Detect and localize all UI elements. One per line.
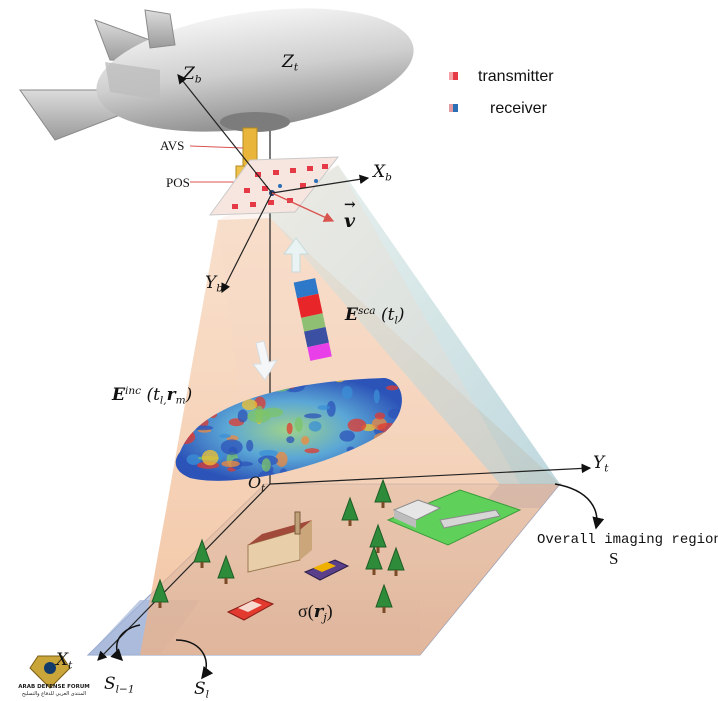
field-blob [186,454,201,465]
overall-region-label: Overall imaging region [537,532,718,548]
field-blob [374,412,386,420]
yt-axis [269,463,592,485]
field-blob [237,409,248,423]
legend-receiver-icon [449,104,458,112]
axis-label-xb: Xb [373,162,392,184]
s-l-minus-1-pointer [110,624,141,662]
field-blob [254,396,266,411]
field-blob [275,451,288,467]
incident-field-label: Einc (tl,rm) [112,384,193,407]
field-blob [220,439,243,455]
axis-label-yt: Yt [593,453,609,475]
field-blob [326,400,336,417]
avs-label: AVS [160,138,185,153]
field-blob [219,433,231,439]
legend-transmitter-icon [449,72,458,80]
field-blob [339,430,355,442]
tree [365,545,383,575]
field-blob [301,436,310,445]
subregion-label-s-l: Sl [194,679,210,701]
antenna-array [208,156,340,216]
factory [247,511,312,573]
scattered-arrow [283,237,309,273]
subregion-label-s-l-minus-1: Sl−1 [104,674,135,696]
tree [151,578,169,608]
axis-label-yb: Yb [205,273,223,295]
field-blob [286,436,295,444]
watermark-title: ARAB DEFENSE FORUM [18,684,90,690]
origin-label-ot: Ot [248,473,266,495]
field-blob [221,460,240,468]
building-complex [386,489,522,546]
field-blob [386,385,399,391]
incident-arrow [252,340,279,381]
field-blob [308,421,322,432]
reflectivity-label: σ(rj) [298,601,333,624]
field-blob [246,439,254,452]
tree [217,554,235,584]
overall-region-pointer [554,483,605,530]
tree [193,538,211,568]
axis-label-zb: Zb [183,64,202,86]
field-blob [347,418,367,432]
axis-label-zt: Zt [282,52,299,74]
scattered-signal-strip [293,278,332,361]
receiver-elements [278,179,318,188]
watermark: ARAB DEFENSE FORUM المنتدى العربي للدفاع… [4,640,104,700]
field-blob [317,405,331,410]
pos-label: POS [166,175,190,190]
field-blob [241,399,258,411]
body-axes [177,74,370,294]
tree [375,583,393,613]
trees [151,478,405,613]
blimp [19,8,414,141]
axis-label-xt: Xt [56,650,73,672]
field-blob [304,413,322,419]
legend-transmitter-label: transmitter [478,68,554,85]
field-blob [294,416,303,432]
car-red [226,597,275,621]
watermark-subtitle: المنتدى العربي للدفاع والتسليح [21,691,87,697]
field-blob [341,385,353,400]
watermark-emblem [29,655,71,689]
s-l-pointer [175,639,214,680]
field-blob [373,389,380,404]
field-blob [261,458,271,472]
tree [341,496,359,526]
tree [374,478,392,508]
tree [387,546,405,576]
tree [369,523,387,553]
overall-region-symbol: S [609,549,619,568]
car-purple [303,559,350,581]
scattered-field-label: Esca (tl) [345,304,405,327]
field-blob [304,448,320,454]
field-blob [262,407,284,418]
field-blob [286,422,293,435]
legend-receiver-label: receiver [490,100,547,117]
velocity-label: →v [344,197,356,232]
field-blob [201,449,219,466]
field-blob [258,449,279,458]
